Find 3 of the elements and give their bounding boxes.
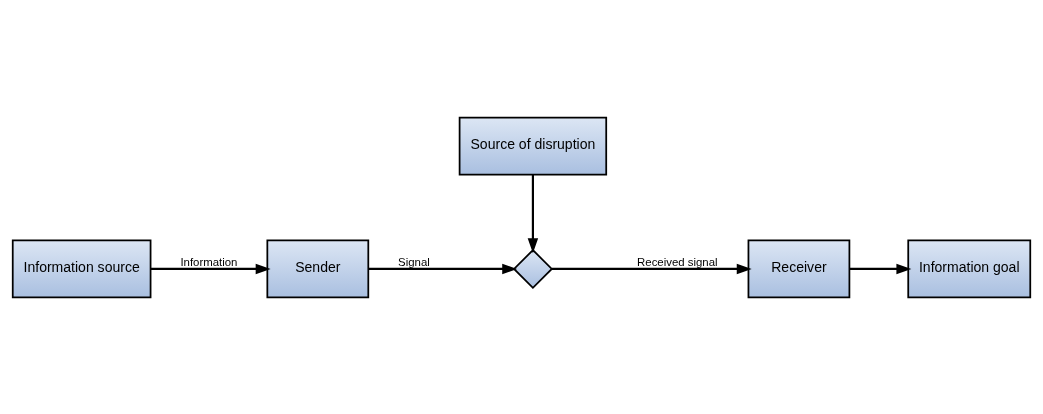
edge-label: Information [180,255,238,268]
edge-label: Received signal [637,255,718,268]
edge-label: Signal [398,255,430,268]
